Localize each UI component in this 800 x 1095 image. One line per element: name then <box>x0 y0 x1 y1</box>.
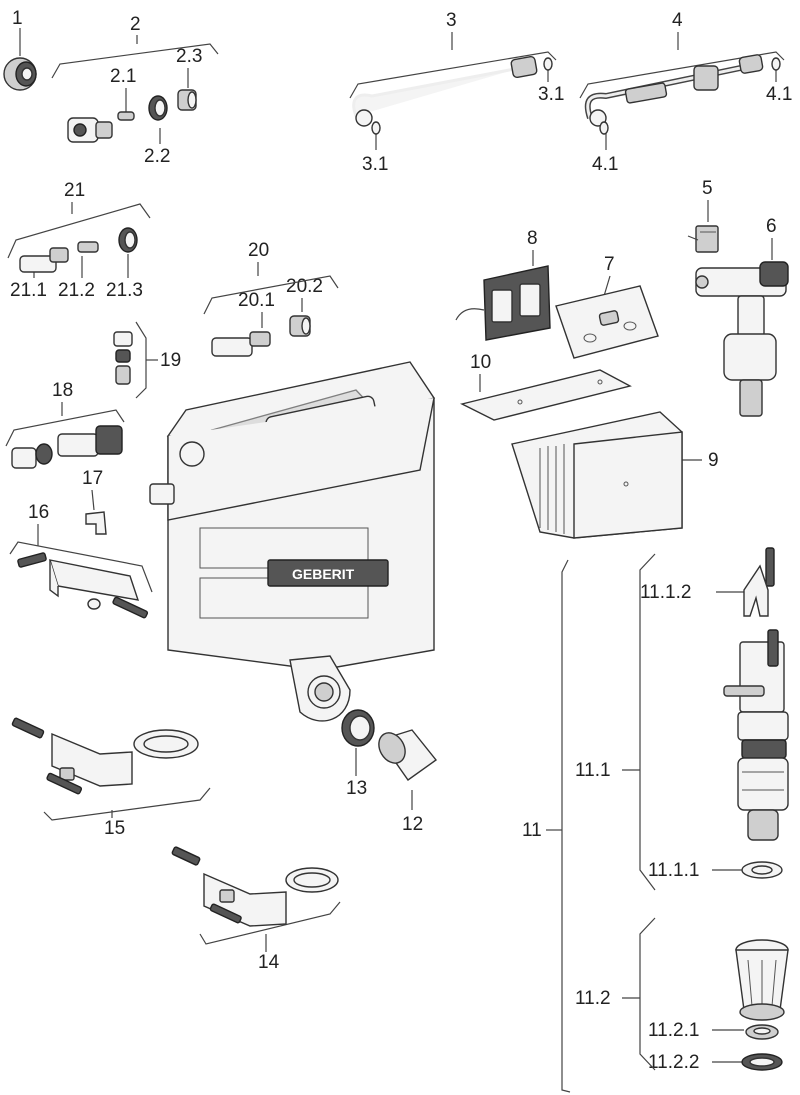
part-17-clip <box>85 511 107 535</box>
label-10: 10 <box>470 352 491 373</box>
part-13-ring <box>341 709 375 747</box>
label-20-2: 20.2 <box>286 276 323 297</box>
part-11-2-outlet <box>735 939 789 1021</box>
part-9-protective-box <box>511 411 683 539</box>
part-3-flex-hose <box>352 55 553 135</box>
part-6-fill-valve <box>695 261 789 417</box>
part-20-2-cap <box>289 315 311 337</box>
label-11-2: 11.2 <box>575 988 611 1009</box>
label-12: 12 <box>402 814 423 835</box>
brand-logo: GEBERIT <box>292 566 355 582</box>
label-18: 18 <box>52 380 73 401</box>
label-3-1-right: 3.1 <box>538 84 564 105</box>
label-11: 11 <box>522 820 542 841</box>
part-11-1-1-seal <box>741 861 783 879</box>
part-1-nut <box>3 57 37 91</box>
part-2-3-cap <box>177 89 197 111</box>
part-4-hose-with-valve <box>584 54 781 135</box>
part-18-stop-valve <box>11 425 123 469</box>
part-7-frame-plate <box>555 285 659 359</box>
label-11-1-1: 11.1.1 <box>648 860 699 881</box>
label-21-1: 21.1 <box>10 280 47 301</box>
label-1: 1 <box>12 8 23 29</box>
part-11-2-1-nut <box>745 1024 779 1040</box>
part-16-wall-bracket <box>17 552 149 619</box>
label-2: 2 <box>130 14 141 35</box>
label-7: 7 <box>604 254 615 275</box>
label-15: 15 <box>104 818 125 839</box>
label-21-2: 21.2 <box>58 280 95 301</box>
cistern-body: GEBERIT <box>149 361 436 722</box>
part-21-2-pin <box>77 241 99 253</box>
label-4-1-left: 4.1 <box>592 154 618 175</box>
part-11-2-2-seal <box>741 1053 783 1071</box>
label-17: 17 <box>82 468 103 489</box>
label-2-1: 2.1 <box>110 66 136 87</box>
label-3-1-left: 3.1 <box>362 154 388 175</box>
label-20-1: 20.1 <box>238 290 275 311</box>
label-9: 9 <box>708 450 719 471</box>
part-10-protective-plate <box>459 369 632 421</box>
label-19: 19 <box>160 350 181 371</box>
part-20-connector <box>211 331 271 357</box>
part-2-2-ring <box>148 95 168 121</box>
label-21: 21 <box>64 180 85 201</box>
label-14: 14 <box>258 952 280 973</box>
label-11-2-1: 11.2.1 <box>648 1020 699 1041</box>
label-11-1: 11.1 <box>575 760 611 781</box>
part-19-fittings <box>113 331 133 385</box>
label-6: 6 <box>766 216 777 237</box>
part-8-actuator <box>455 265 551 341</box>
part-5-clip <box>687 225 719 253</box>
label-20: 20 <box>248 240 269 261</box>
label-13: 13 <box>346 778 367 799</box>
part-2-valve-connector <box>67 117 113 143</box>
label-16: 16 <box>28 502 49 523</box>
label-11-1-2: 11.1.2 <box>640 582 691 603</box>
part-11-1-2-clip <box>743 547 775 617</box>
part-21-3-ring <box>118 227 138 253</box>
part-11-1-flush-valve <box>723 629 789 841</box>
leader-lines <box>5 28 785 1093</box>
label-21-3: 21.3 <box>106 280 143 301</box>
part-2-1-pin <box>117 111 135 121</box>
part-21-connector <box>19 247 69 273</box>
part-14-bracket-set <box>171 846 339 927</box>
label-4-1-right: 4.1 <box>766 84 792 105</box>
label-8: 8 <box>527 228 538 249</box>
label-2-3: 2.3 <box>176 46 202 67</box>
label-11-2-2: 11.2.2 <box>648 1052 699 1073</box>
part-labels: 1 2 2.1 2.3 2.2 3 3.1 3.1 4 4.1 4.1 5 6 … <box>10 8 792 1073</box>
label-3: 3 <box>446 10 457 31</box>
label-5: 5 <box>702 178 713 199</box>
part-12-cap <box>378 729 438 781</box>
part-15-bracket-set <box>11 717 199 795</box>
label-2-2: 2.2 <box>144 146 170 167</box>
label-4: 4 <box>672 10 683 31</box>
